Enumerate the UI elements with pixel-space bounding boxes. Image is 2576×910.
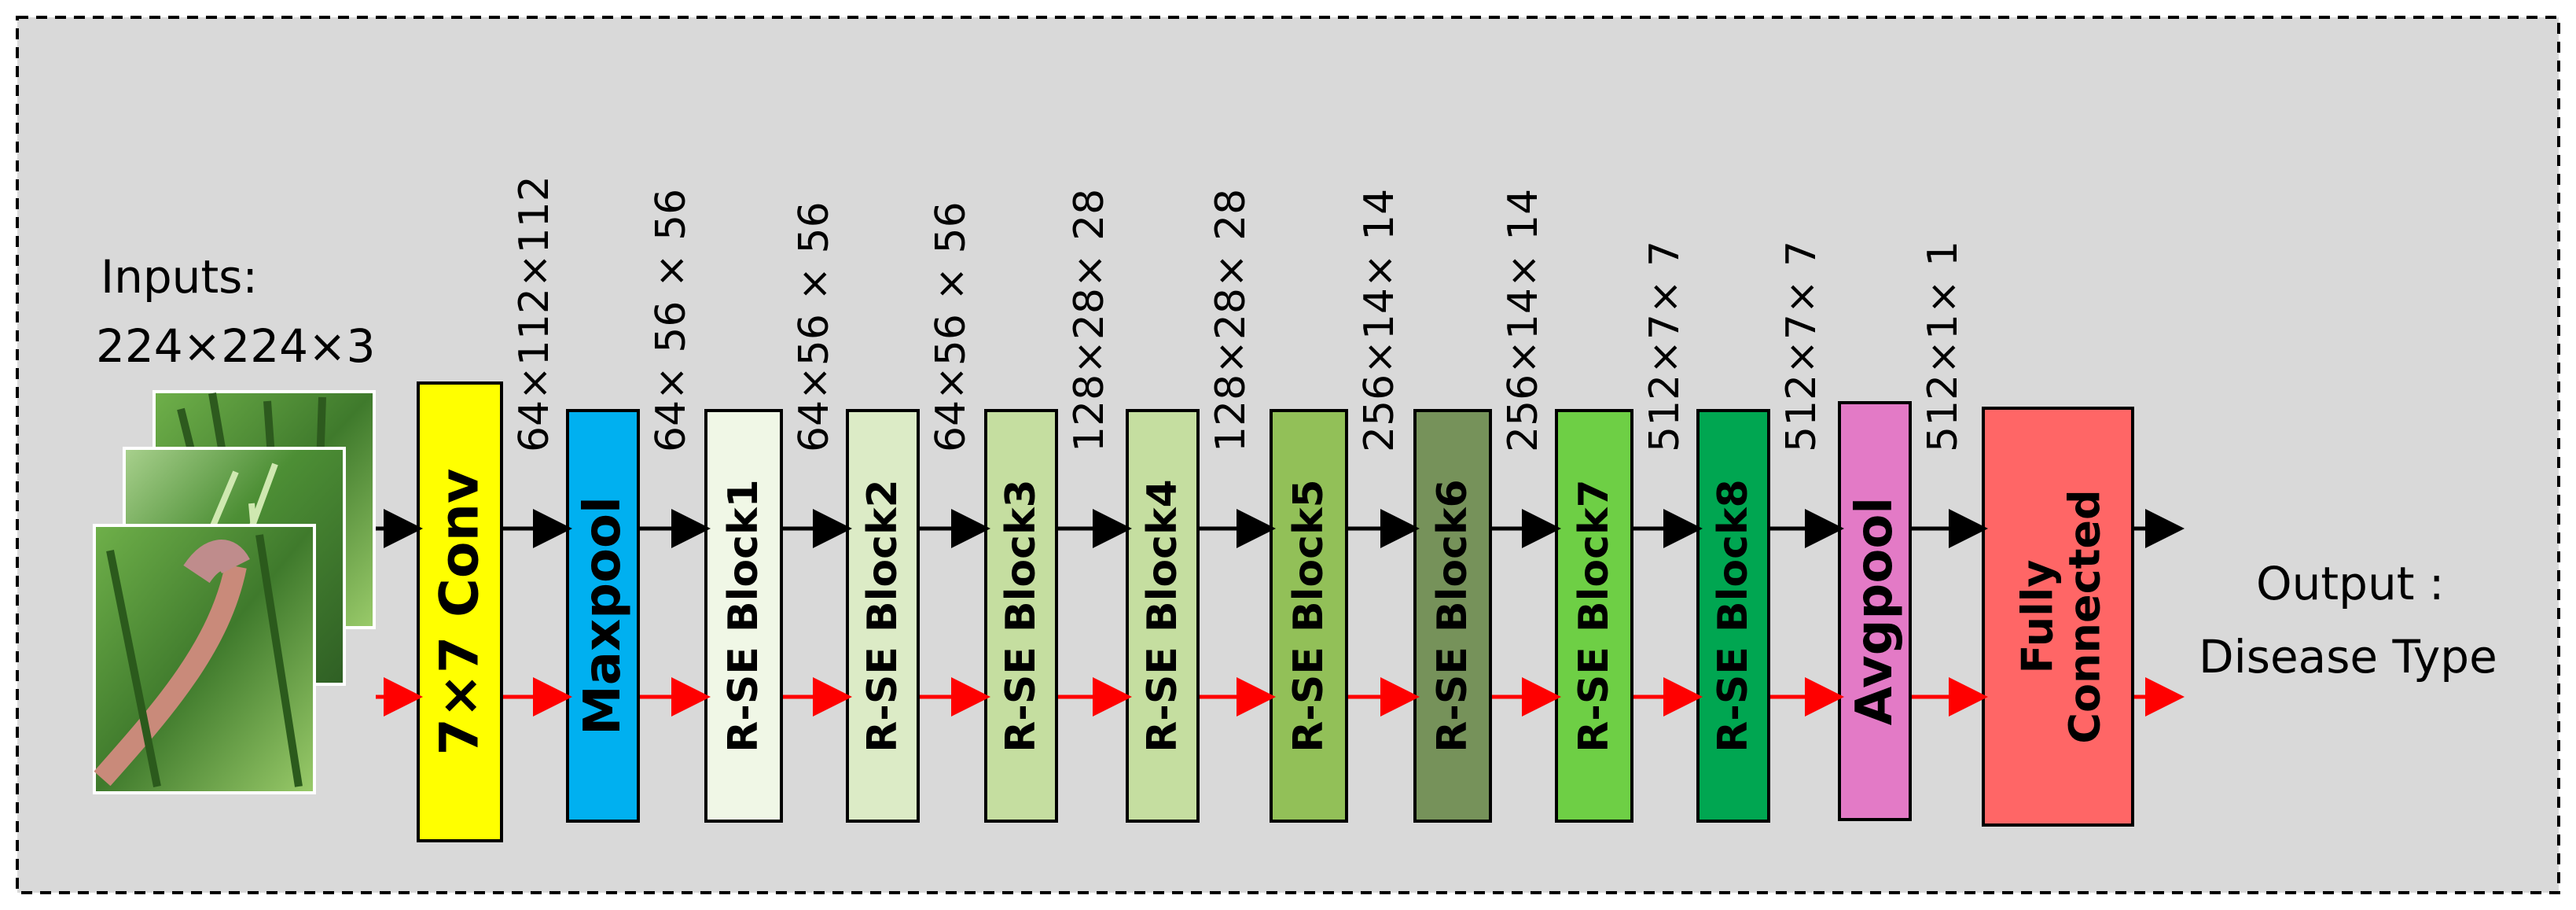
- block-rse1-label: R-SE Block1: [720, 479, 767, 752]
- block-rse7: R-SE Block7: [1555, 409, 1633, 823]
- dimension-label-3: 64×56 × 56: [928, 201, 975, 452]
- dimension-label-1: 64× 56 × 56: [648, 189, 695, 452]
- arrows-layer: [376, 509, 2185, 717]
- block-rse5: R-SE Block5: [1270, 409, 1348, 823]
- block-rse3-label: R-SE Block3: [998, 479, 1045, 752]
- block-rse5-box: [1270, 409, 1348, 823]
- block-rse3-box: [984, 409, 1058, 823]
- input-label-line2: 224×224×3: [96, 319, 376, 373]
- block-rse3: R-SE Block3: [984, 409, 1058, 823]
- block-maxpool-label: Maxpool: [574, 496, 632, 735]
- block-rse6: R-SE Block6: [1413, 409, 1492, 823]
- dimension-label-4: 128×28× 28: [1066, 189, 1113, 452]
- block-conv: 7×7 Conv: [417, 381, 503, 842]
- dimension-label-5: 128×28× 28: [1207, 189, 1255, 452]
- output-label-line1: Output :: [2256, 557, 2444, 610]
- block-rse4-box: [1126, 409, 1200, 823]
- dimension-label-9: 512×7× 7: [1778, 241, 1825, 452]
- block-conv-label: 7×7 Conv: [429, 469, 491, 756]
- dimension-label-6: 256×14× 14: [1356, 189, 1403, 452]
- block-rse6-label: R-SE Block6: [1429, 479, 1476, 752]
- block-rse2-label: R-SE Block2: [859, 479, 906, 752]
- block-rse7-label: R-SE Block7: [1571, 479, 1618, 752]
- blocks-layer: 7×7 Conv Maxpool R-SE Block1 R-SE Block2 R-S…: [417, 381, 2134, 842]
- input-images: [93, 390, 376, 794]
- block-rse2-box: [846, 409, 920, 823]
- block-rse1: R-SE Block1: [704, 409, 783, 823]
- dimension-label-0: 64×112×112: [511, 175, 558, 452]
- block-rse5-label: R-SE Block5: [1285, 479, 1332, 752]
- block-fc-label-line2: Connected: [2060, 489, 2110, 743]
- output-label-line2: Disease Type: [2199, 630, 2497, 683]
- dimension-labels-layer: 64×112×112 64× 56 × 56 64×56 × 56 64×56 × 5…: [511, 175, 1967, 452]
- block-rse8: R-SE Block8: [1696, 409, 1770, 823]
- block-rse4: R-SE Block4: [1126, 409, 1200, 823]
- dimension-label-2: 64×56 × 56: [791, 201, 838, 452]
- block-rse1-box: [704, 409, 783, 823]
- block-avgpool-box: [1838, 401, 1912, 821]
- block-fc-box: [1982, 407, 2134, 827]
- block-rse8-box: [1696, 409, 1770, 823]
- block-avgpool: Avgpool: [1838, 401, 1912, 821]
- block-rse7-box: [1555, 409, 1633, 823]
- dimension-label-7: 256×14× 14: [1500, 189, 1547, 452]
- input-image-front: [93, 524, 316, 794]
- block-rse8-label: R-SE Block8: [1710, 479, 1757, 752]
- input-label-line1: Inputs:: [101, 250, 258, 304]
- block-rse4-label: R-SE Block4: [1139, 479, 1186, 752]
- dimension-label-10: 512×1× 1: [1920, 241, 1967, 452]
- block-maxpool-box: [566, 409, 640, 823]
- block-rse2: R-SE Block2: [846, 409, 920, 823]
- dimension-label-8: 512×7× 7: [1641, 241, 1689, 452]
- block-maxpool: Maxpool: [566, 409, 640, 823]
- block-avgpool-label: Avgpool: [1846, 497, 1904, 725]
- block-fc-label-line1: Fully: [2013, 560, 2063, 674]
- block-rse6-box: [1413, 409, 1492, 823]
- block-conv-box: [417, 381, 503, 842]
